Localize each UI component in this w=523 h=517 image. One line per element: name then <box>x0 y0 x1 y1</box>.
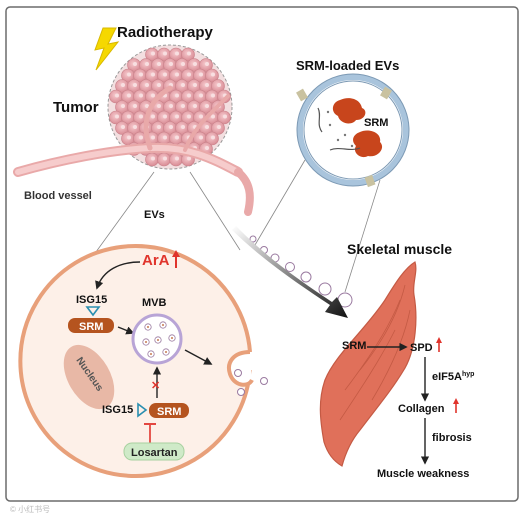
losartan-box <box>123 442 185 461</box>
blood-vessel <box>13 85 254 216</box>
skeletal-muscle-title: Skeletal muscle <box>347 241 452 257</box>
skeletal-muscle <box>319 261 417 467</box>
isg15-bottom-triangle-icon <box>137 402 148 418</box>
srm-loaded-evs-title: SRM-loaded EVs <box>296 58 399 73</box>
blocked-x-icon: ✕ <box>151 380 160 392</box>
lightning-bolt-icon <box>94 27 120 71</box>
nucleus <box>63 344 115 410</box>
blood-vessel-label: Blood vessel <box>24 190 92 202</box>
tumor-label: Tumor <box>53 99 99 116</box>
traveling-evs <box>249 235 353 308</box>
ev-transport-arrow <box>232 226 348 318</box>
mvb-to-membrane-arrow <box>184 349 213 365</box>
srm-to-mvb-arrow <box>117 326 135 335</box>
fibrosis-label: fibrosis <box>432 432 472 444</box>
ara-to-isg15-arrow <box>95 261 141 290</box>
released-evs <box>234 369 268 396</box>
collagen-up-arrow <box>453 398 459 413</box>
evs-label: EVs <box>144 209 165 221</box>
tumor-cell <box>18 244 254 478</box>
zoom-line-right <box>189 171 241 251</box>
srm-bottom-label: SRM <box>157 406 181 418</box>
radiotherapy-label: Radiotherapy <box>117 24 214 41</box>
srm-top-label: SRM <box>79 321 103 333</box>
srm-in-ev-label: SRM <box>364 117 388 129</box>
eif5a-label: eIF5Ahyp <box>432 371 474 383</box>
mvb-label: MVB <box>142 297 167 309</box>
isg15-top-label: ISG15 <box>76 294 107 306</box>
zoom-line-ev-right <box>344 179 381 293</box>
srm-top-box <box>68 318 114 333</box>
losartan-label: Losartan <box>131 447 178 459</box>
figure-frame <box>5 6 519 502</box>
spd-label: SPD <box>410 342 433 354</box>
muscle-weakness-label: Muscle weakness <box>377 468 469 480</box>
srm-bottom-box <box>149 403 189 418</box>
spd-up-arrow <box>436 337 442 352</box>
isg15-top-triangle-icon <box>85 306 101 317</box>
mvb <box>131 313 183 365</box>
watermark: © 小红书号 <box>10 504 50 514</box>
ara-label: ArA <box>142 252 170 269</box>
collagen-label: Collagen <box>398 403 445 415</box>
isg15-bottom-label: ISG15 <box>102 404 133 416</box>
srm-muscle-label: SRM <box>342 340 366 352</box>
ara-up-arrow <box>172 250 180 268</box>
tumor-mass <box>107 44 233 170</box>
ev-zoom-vesicle <box>296 73 410 188</box>
zoom-line-ev-left <box>254 159 306 246</box>
